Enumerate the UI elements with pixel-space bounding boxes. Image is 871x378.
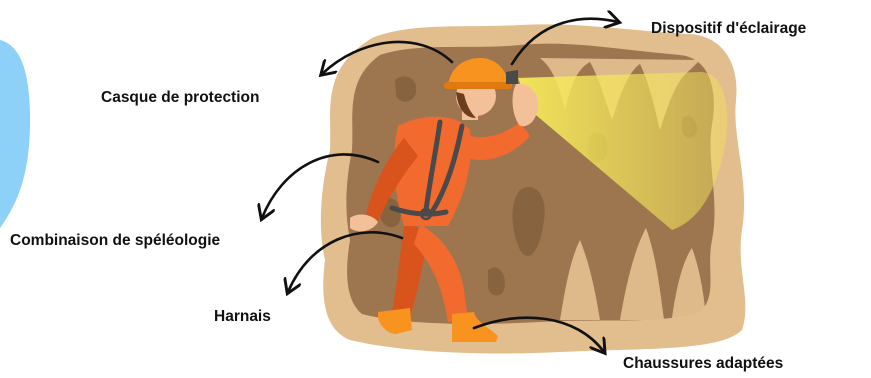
blue-decoration bbox=[0, 40, 30, 228]
label-shoes: Chaussures adaptées bbox=[623, 356, 783, 372]
label-suit: Combinaison de spéléologie bbox=[10, 233, 220, 249]
headlamp bbox=[506, 70, 518, 84]
label-harness: Harnais bbox=[214, 309, 271, 325]
label-helmet: Casque de protection bbox=[101, 90, 259, 106]
helmet-brim bbox=[444, 82, 512, 89]
label-lighting: Dispositif d'éclairage bbox=[651, 21, 806, 37]
